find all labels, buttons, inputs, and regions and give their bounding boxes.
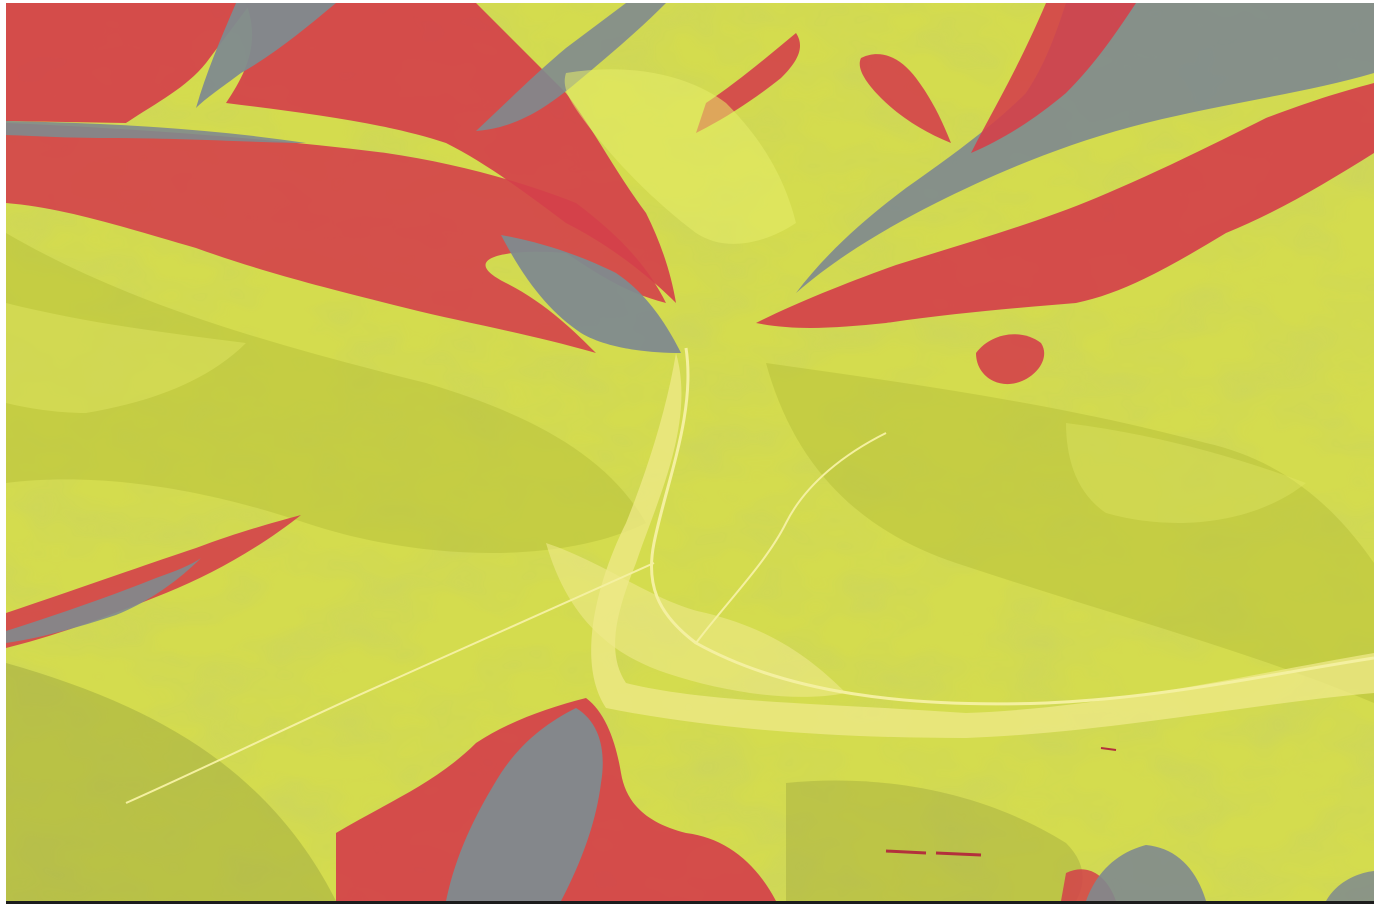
rock-zone-valley-head [501, 235, 681, 353]
steep-zone-north-ridge [6, 123, 666, 353]
rock-zone-south-gorge [446, 708, 603, 901]
side-road-north [695, 432, 887, 644]
main-road [650, 347, 1374, 706]
steep-mark-south-1 [885, 849, 927, 855]
rock-zone-ridge-line [6, 121, 306, 143]
steep-zone-peak-patch [859, 54, 951, 143]
side-road [125, 562, 655, 804]
steep-mark-south-2 [935, 851, 982, 857]
light-meadow-east [1066, 423, 1306, 523]
bottom-border [6, 901, 1374, 904]
steep-zone-northeast-band [756, 83, 1374, 328]
map-viewport[interactable] [6, 3, 1374, 901]
slope-zone-east [766, 363, 1374, 703]
steep-zone-north-upper [226, 3, 676, 303]
slope-zone-southeast [786, 780, 1083, 901]
rock-zone-southeast [1086, 845, 1206, 901]
steep-zone-northeast-top [971, 3, 1136, 153]
light-meadow-north [564, 69, 796, 244]
rock-zone-southeast-corner [1326, 871, 1374, 901]
light-meadow-west [6, 303, 246, 413]
terrain-map[interactable] [6, 3, 1374, 901]
rock-zone-northwest [196, 3, 336, 108]
rock-zone-north-gully [476, 3, 666, 131]
slope-zone-west [6, 233, 646, 553]
town-blocks [546, 543, 846, 697]
valley-floor [591, 353, 1374, 738]
steep-zone-northwest [6, 3, 251, 123]
rock-zone-northeast [796, 3, 1374, 293]
rock-zone-west-band [6, 558, 201, 643]
steep-zone-east-knob [976, 334, 1045, 385]
steep-mark-south-3 [1100, 747, 1117, 751]
